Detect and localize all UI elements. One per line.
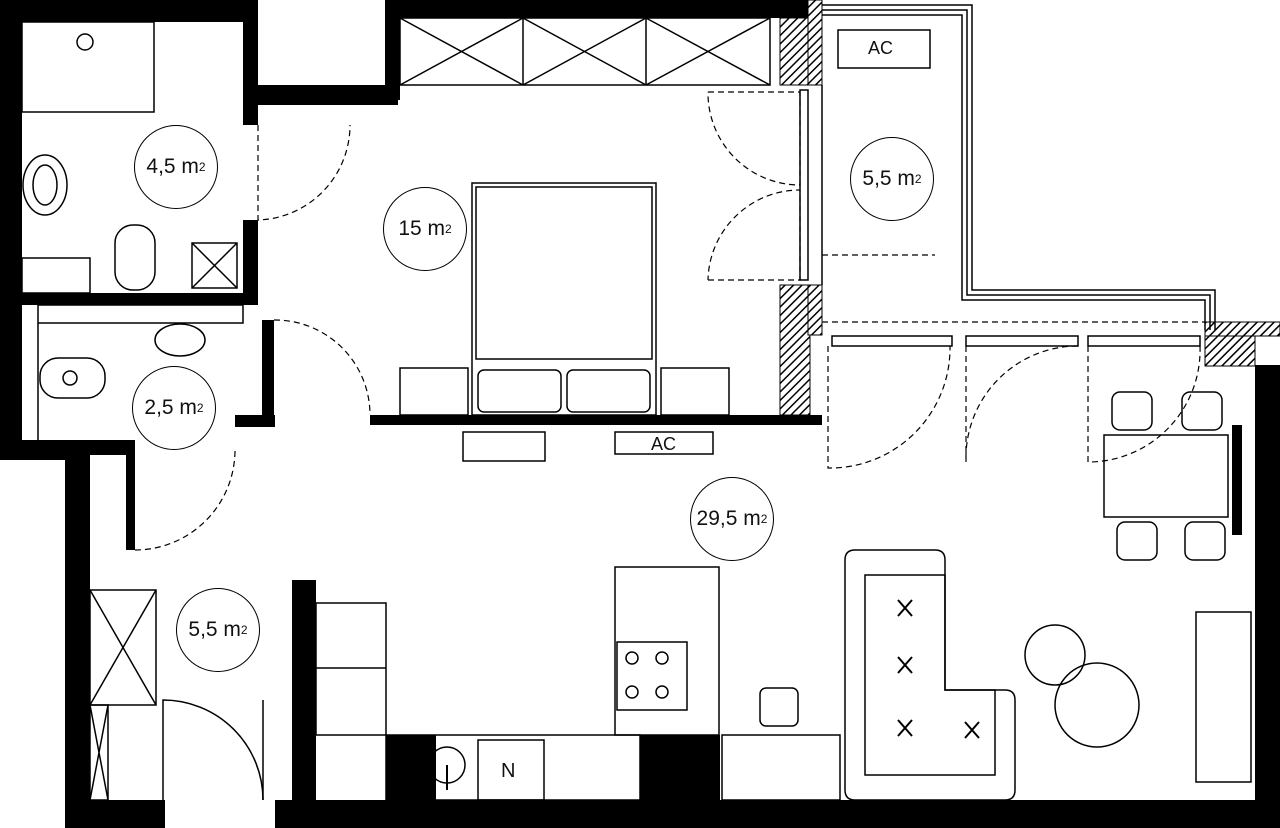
fridge-label: N — [501, 760, 516, 782]
ac-unit-bedroom-label: AC — [651, 434, 677, 454]
plant-icons — [446, 599, 980, 790]
ac-unit-balcony-label: AC — [868, 38, 894, 58]
